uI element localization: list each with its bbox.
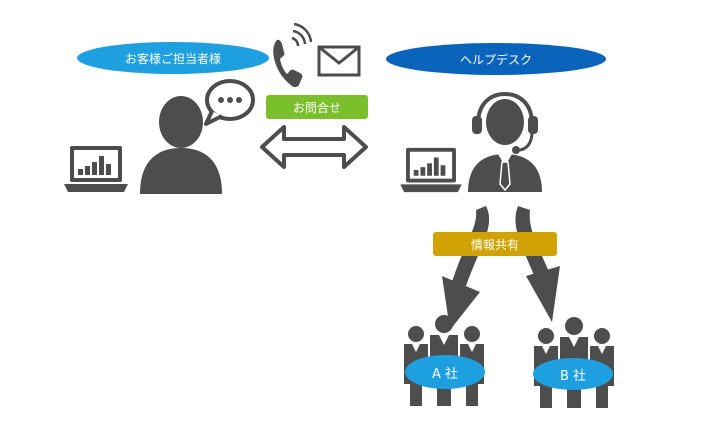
customer-label-text: お客様ご担当者様 xyxy=(124,51,221,66)
inquiry-tag-text: お問合せ xyxy=(292,100,341,115)
helpdesk-label-text: ヘルプデスク xyxy=(459,52,532,67)
curved-down-arrow-icon xyxy=(515,206,560,322)
customer-label: お客様ご担当者様 xyxy=(77,42,269,74)
laptop-chart-icon xyxy=(400,147,462,193)
company-a-text: A 社 xyxy=(431,366,459,382)
phone-icon xyxy=(273,22,312,88)
person-icon xyxy=(140,96,222,194)
company-b-badge: B 社 xyxy=(533,358,613,390)
company-a-badge: A 社 xyxy=(405,355,485,389)
helpdesk-label: ヘルプデスク xyxy=(386,43,606,75)
headset-person-icon xyxy=(468,91,542,192)
double-arrow-icon xyxy=(260,125,368,169)
inquiry-tag: お問合せ xyxy=(266,95,368,119)
info-share-tag-text: 情報共有 xyxy=(470,237,519,252)
speech-bubble-icon xyxy=(204,79,255,126)
company-b-text: B 社 xyxy=(559,368,587,384)
laptop-chart-icon xyxy=(64,146,128,192)
envelope-icon xyxy=(317,45,361,77)
info-share-tag: 情報共有 xyxy=(433,232,557,256)
